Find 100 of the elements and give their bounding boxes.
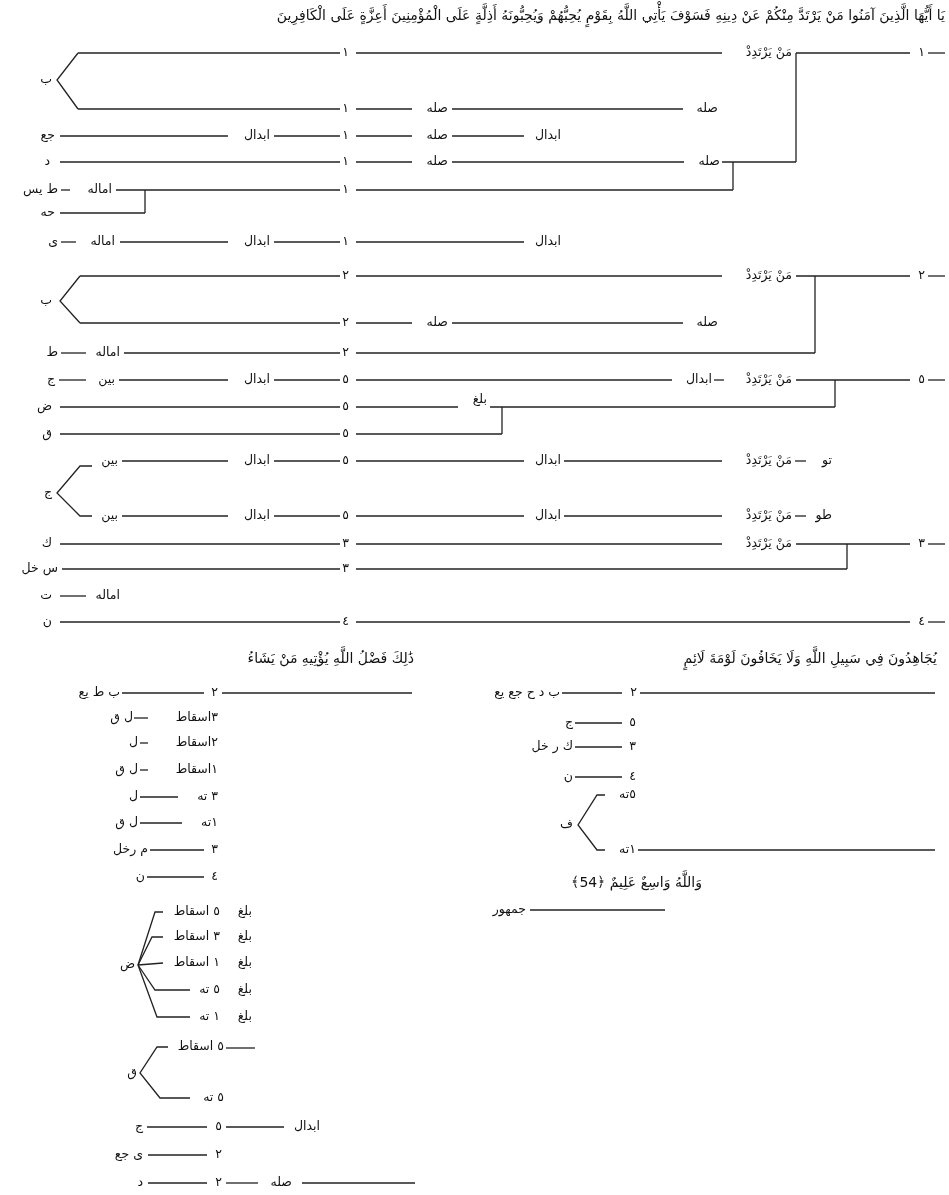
reading-label: ط: [46, 344, 58, 360]
reading-label: ل ق: [110, 709, 133, 725]
reading-label: بين: [98, 371, 115, 387]
reading-label: ن: [135, 868, 145, 884]
reading-label: بلغ: [237, 928, 252, 944]
reading-label: ٥: [342, 425, 349, 441]
reading-label: ن: [42, 613, 52, 629]
reading-label: ٤: [629, 768, 636, 784]
reading-label: ٢: [918, 267, 925, 283]
reading-label: بلغ: [237, 1008, 252, 1024]
reading-label: ١: [342, 100, 349, 116]
reading-label: ٥: [342, 398, 349, 414]
reading-label: ١: [342, 181, 349, 197]
verse-text: وَاللَّهُ وَاسِعٌ عَلِيمٌ ﴿54﴾: [571, 872, 702, 892]
reading-label: صله: [696, 100, 718, 116]
reading-label: ج: [46, 371, 55, 387]
reading-label: اماله: [90, 233, 115, 249]
reading-label: بلغ: [472, 391, 487, 407]
reading-label: ض: [36, 398, 52, 414]
reading-label: ق: [42, 425, 52, 441]
reading-label: ٢: [215, 1146, 222, 1162]
reading-label: بين: [101, 452, 118, 468]
reading-label: ابدال: [243, 507, 270, 523]
reading-label: ٢: [342, 344, 349, 360]
reading-label: س خل: [21, 560, 58, 576]
reading-label: بلغ: [237, 954, 252, 970]
reading-label: مَنْ يَرْتَدِدْ: [745, 371, 792, 387]
reading-label: ٢: [630, 684, 637, 700]
reading-label: ٥: [918, 371, 925, 387]
reading-label: ١ته: [619, 841, 636, 857]
reading-label: ١: [342, 127, 349, 143]
reading-label: ٣: [629, 738, 636, 754]
reading-label: ١ته: [201, 814, 218, 830]
reading-label: جمهور: [492, 901, 526, 917]
reading-label: ٤: [342, 613, 349, 629]
reading-label: حه: [40, 204, 55, 220]
reading-label: ١: [342, 153, 349, 169]
reading-label: ل ق: [115, 761, 138, 777]
reading-label: ٥ اسقاط: [177, 1038, 224, 1054]
reading-label: ك: [41, 535, 52, 551]
reading-label: ١: [342, 233, 349, 249]
reading-label: ٣: [342, 535, 349, 551]
reading-label: ٥: [629, 714, 636, 730]
reading-label: صله: [426, 127, 448, 143]
reading-label: ابدال: [243, 371, 270, 387]
reading-label: ل: [128, 788, 138, 804]
reading-label: بلغ: [237, 981, 252, 997]
reading-label: د: [44, 153, 50, 169]
reading-label: تو: [822, 452, 832, 468]
reading-label: ابدال: [534, 127, 561, 143]
reading-label: ابدال: [293, 1118, 320, 1134]
reading-label: ب: [40, 292, 52, 308]
reading-label: ن: [563, 768, 573, 784]
reading-label: مَنْ يَرْتَدِدْ: [745, 267, 792, 283]
reading-label: ب: [40, 71, 52, 87]
reading-label: ٢: [211, 684, 218, 700]
reading-label: صله: [426, 153, 448, 169]
reading-label: ك ر خل: [531, 738, 573, 754]
reading-label: ١ ته: [199, 1008, 220, 1024]
reading-label: ج: [134, 1118, 143, 1134]
reading-label: ١ اسقاط: [173, 954, 220, 970]
reading-label: صله: [698, 153, 720, 169]
reading-label: ابدال: [534, 452, 561, 468]
reading-label: ٥ ته: [203, 1089, 224, 1105]
reading-label: ٤: [918, 613, 925, 629]
reading-label: ف: [560, 816, 573, 832]
reading-label: ٣اسقاط: [175, 709, 218, 725]
reading-label: ب د ح جع يع: [494, 684, 560, 700]
reading-label: ط يس: [23, 181, 58, 197]
reading-label: بلغ: [237, 903, 252, 919]
reading-label: ٥ اسقاط: [173, 903, 220, 919]
reading-label: اماله: [95, 587, 120, 603]
reading-label: ٣: [918, 535, 925, 551]
reading-label: اماله: [95, 344, 120, 360]
reading-label: ابدال: [534, 507, 561, 523]
reading-label: ١: [918, 44, 925, 60]
reading-label: اماله: [87, 181, 112, 197]
reading-label: ٣: [211, 841, 218, 857]
reading-label: ١: [342, 44, 349, 60]
reading-label: ٢: [342, 267, 349, 283]
reading-label: ابدال: [243, 127, 270, 143]
reading-label: ٣: [342, 560, 349, 576]
reading-label: ٥: [342, 452, 349, 468]
reading-label: د: [137, 1174, 143, 1190]
reading-label: ٣ ته: [197, 788, 218, 804]
reading-label: ج: [43, 484, 52, 500]
reading-label: ل ق: [115, 814, 138, 830]
reading-label: ض: [119, 956, 135, 972]
reading-label: ت: [40, 587, 52, 603]
reading-label: صله: [426, 100, 448, 116]
reading-label: ٣ اسقاط: [173, 928, 220, 944]
reading-label: ٥: [215, 1118, 222, 1134]
reading-label: ٢: [215, 1174, 222, 1190]
verse-text: ذَٰلِكَ فَضْلُ اللَّهِ يُؤْتِيهِ مَنْ يَشَاءُ: [247, 648, 414, 668]
reading-label: مَنْ يَرْتَدِدْ: [745, 535, 792, 551]
reading-label: ل: [128, 734, 138, 750]
reading-label: ج: [564, 714, 573, 730]
reading-label: ابدال: [243, 452, 270, 468]
reading-label: ى: [48, 233, 58, 249]
reading-label: ابدال: [534, 233, 561, 249]
